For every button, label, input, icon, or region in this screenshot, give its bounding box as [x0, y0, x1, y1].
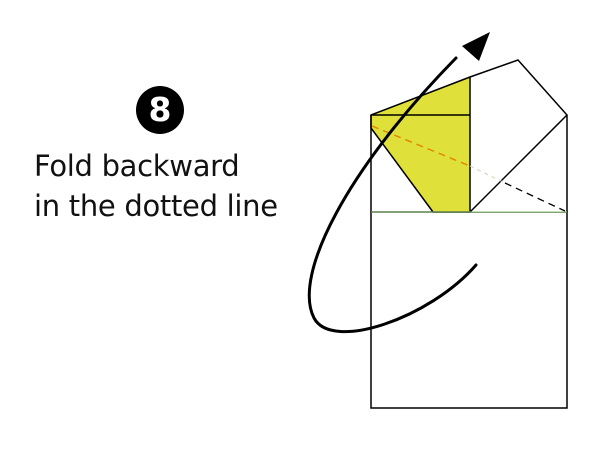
back-flap-outline: [469, 59, 568, 212]
back-flap-diagonal: [469, 114, 568, 213]
paper-body: [370, 211, 568, 409]
step-number-badge: 8: [136, 86, 184, 134]
instruction-line-1: Fold backward: [34, 149, 240, 183]
arrowhead-icon: [462, 32, 490, 61]
fold-line-faint: [469, 165, 506, 184]
step-number: 8: [148, 90, 172, 129]
instruction-line-2: in the dotted line: [34, 189, 278, 223]
instruction-text: Fold backward in the dotted line: [34, 146, 278, 226]
curved-rotation-arrow-icon: [307, 56, 478, 334]
